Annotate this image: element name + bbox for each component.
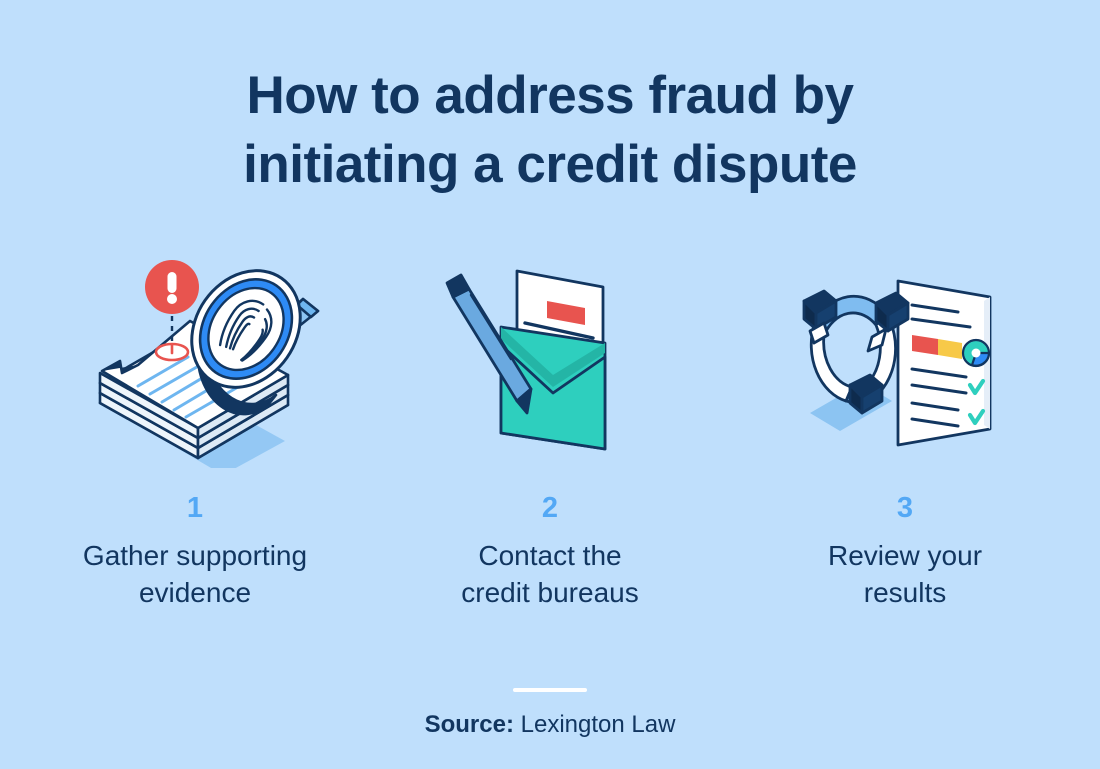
footer-divider [513,688,587,692]
refresh-arrows-icon [802,289,910,415]
badge-circle-icon [961,339,991,368]
step-number-2: 2 [541,491,559,524]
illustration-gather-evidence [45,246,345,476]
magnifier-fingerprint-documents-icon [98,260,320,469]
illustration-contact-bureaus [400,246,700,476]
step-number-1: 1 [186,491,204,524]
step-label-2: Contact the credit bureaus [461,537,638,612]
step-1: 1 Gather supporting evidence [30,246,360,612]
envelope-letter-pen-icon [445,269,607,451]
step-label-2-line2: credit bureaus [461,577,639,609]
pen-icon [445,273,533,415]
step-label-1-line1: Gather supporting [82,539,308,571]
title-line-1: How to address fraud by [246,66,854,125]
source-attribution: Source: Lexington Law [425,711,676,739]
step-label-1-line2: evidence [138,577,252,609]
source-label: Source: [424,711,514,738]
check-icon [967,379,986,426]
step-label-3-line1: Review your [827,539,983,571]
steps-row: 1 Gather supporting evidence [30,246,1070,612]
step-label-3-line2: results [863,577,947,609]
step-label-1: Gather supporting evidence [83,537,307,612]
fingerprint-icon [218,299,273,363]
page-title: How to address fraud by initiating a cre… [140,62,960,200]
step-3: 3 Review your results [740,246,1070,612]
source-footer: Source: Lexington Law [0,688,1100,739]
illustration-review-results [755,246,1055,476]
source-name: Lexington Law [513,711,676,738]
step-number-3: 3 [896,491,914,524]
title-line-2: initiating a credit dispute [243,134,857,194]
refresh-checklist-icon [802,279,992,447]
step-label-2-line1: Contact the [478,539,622,571]
step-label-3: Review your results [828,537,982,612]
step-2: 2 Contact the credit bureaus [385,246,715,612]
